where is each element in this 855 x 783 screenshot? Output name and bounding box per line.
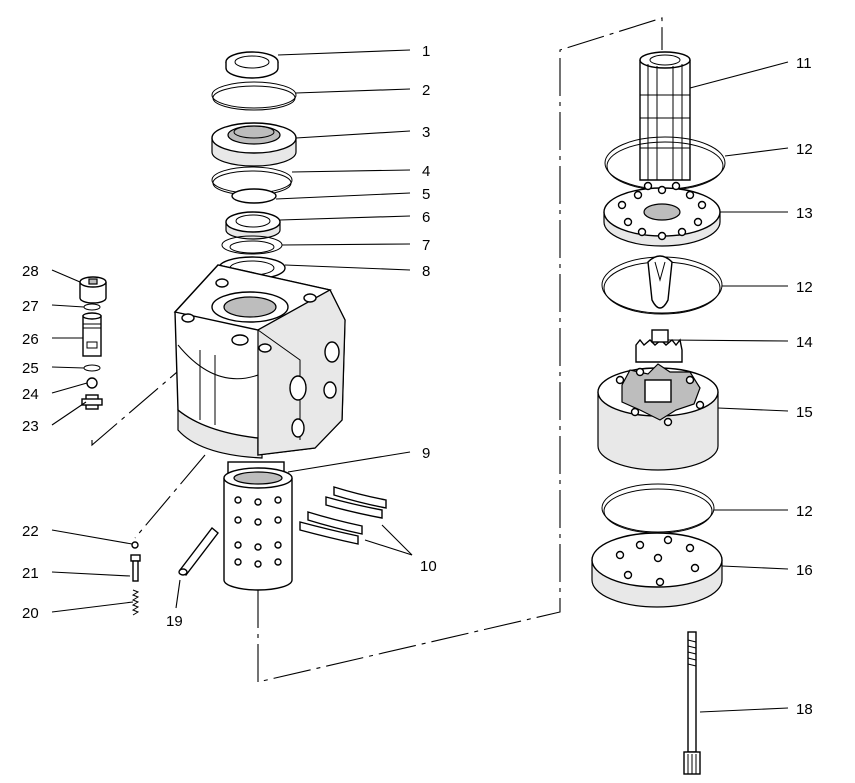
o-ring-25 <box>83 364 101 372</box>
phantom-line-main <box>257 17 663 683</box>
callout-2: 2 <box>422 82 430 99</box>
callout-9: 9 <box>422 445 430 462</box>
callout-labels: 1 2 3 4 5 6 7 8 9 10 11 12 12 12 13 14 1… <box>22 43 813 718</box>
callout-8: 8 <box>422 263 430 280</box>
o-ring-2 <box>211 81 297 109</box>
spacer-plate <box>603 181 721 247</box>
callout-5: 5 <box>422 186 430 203</box>
callout-15: 15 <box>796 404 813 421</box>
callout-26: 26 <box>22 331 39 348</box>
callout-12c: 12 <box>796 503 813 520</box>
gear-14 <box>635 329 683 363</box>
cap-screw <box>683 631 701 775</box>
poppet-26 <box>82 312 102 357</box>
callout-20: 20 <box>22 605 39 622</box>
seal-ring-12c <box>601 483 715 533</box>
callout-23: 23 <box>22 418 39 435</box>
callout-16: 16 <box>796 562 813 579</box>
callout-6: 6 <box>422 209 430 226</box>
callout-7: 7 <box>422 237 430 254</box>
seal-cap <box>225 51 279 79</box>
callout-19: 19 <box>166 613 183 630</box>
callout-14: 14 <box>796 334 813 351</box>
callout-4: 4 <box>422 163 430 180</box>
callout-18: 18 <box>796 701 813 718</box>
callout-3: 3 <box>422 124 430 141</box>
callout-12a: 12 <box>796 141 813 158</box>
leader-lines <box>51 49 789 713</box>
callout-21: 21 <box>22 565 39 582</box>
callout-11: 11 <box>796 55 812 72</box>
plug-23 <box>81 394 103 410</box>
gland-bushing <box>211 122 297 167</box>
callout-25: 25 <box>22 360 39 377</box>
screw-21 <box>130 554 141 582</box>
phantom-line-lower <box>134 454 206 539</box>
gerotor-15 <box>597 363 719 471</box>
callout-13: 13 <box>796 205 813 222</box>
callout-27: 27 <box>22 298 39 315</box>
callout-1: 1 <box>422 43 430 60</box>
drive-shaft <box>639 51 691 181</box>
end-cap-16 <box>591 532 723 608</box>
o-ring-27 <box>83 303 101 311</box>
spool-sleeve <box>223 461 293 591</box>
callout-12b: 12 <box>796 279 813 296</box>
spring-20 <box>131 589 140 616</box>
callout-24: 24 <box>22 386 39 403</box>
valve-housing <box>173 264 346 459</box>
drive-link <box>647 255 673 309</box>
ball-22 <box>131 541 139 549</box>
callout-28: 28 <box>22 263 39 280</box>
centering-springs <box>299 486 387 545</box>
washer-5 <box>231 188 277 204</box>
plug-28 <box>79 276 107 304</box>
seal-ring-6 <box>225 211 281 240</box>
ball-24 <box>86 377 98 389</box>
callout-22: 22 <box>22 523 39 540</box>
callout-10: 10 <box>420 558 437 575</box>
pin <box>178 526 219 577</box>
